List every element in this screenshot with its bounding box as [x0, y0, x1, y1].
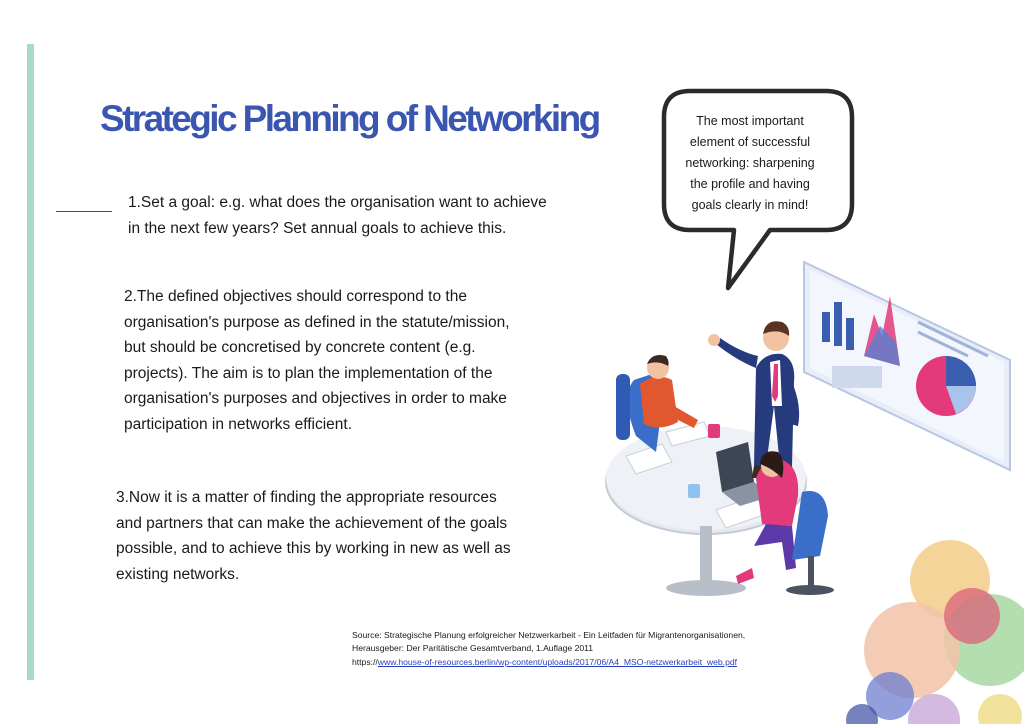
callout-line: goals clearly in mind! [691, 198, 809, 212]
point-1-text: 1.Set a goal: e.g. what does the organis… [128, 194, 547, 237]
divider-rule [56, 211, 112, 212]
callout-line: The most important [696, 114, 804, 128]
source-line: Source: Strategische Planung erfolgreich… [352, 630, 746, 640]
decorative-circles [820, 520, 1024, 724]
business-meeting-illustration [596, 256, 1016, 628]
source-link[interactable]: www.house-of-resources.berlin/wp-content… [377, 656, 738, 667]
callout-text: The most important element of successful… [672, 111, 828, 216]
speech-bubble-icon [660, 86, 860, 326]
point-2-text: 2.The defined objectives should correspo… [124, 288, 510, 433]
url-prefix: https:// [352, 656, 378, 667]
callout-line: the profile and having [690, 177, 810, 191]
accent-side-bar [27, 44, 34, 680]
callout-line: networking: sharpening [685, 156, 815, 170]
callout-line: element of successful [689, 135, 811, 149]
point-3-text: 3.Now it is a matter of finding the appr… [116, 489, 511, 583]
presentation-board [803, 260, 1011, 472]
source-url-line: https://www.house-of-resources.berlin/wp… [352, 656, 772, 669]
source-line: Herausgeber: Der Paritätische Gesamtverb… [352, 643, 594, 654]
page-title: Strategic Planning of Networking [100, 98, 601, 139]
source-citation: Source: Strategische Planung erfolgreich… [352, 629, 772, 669]
